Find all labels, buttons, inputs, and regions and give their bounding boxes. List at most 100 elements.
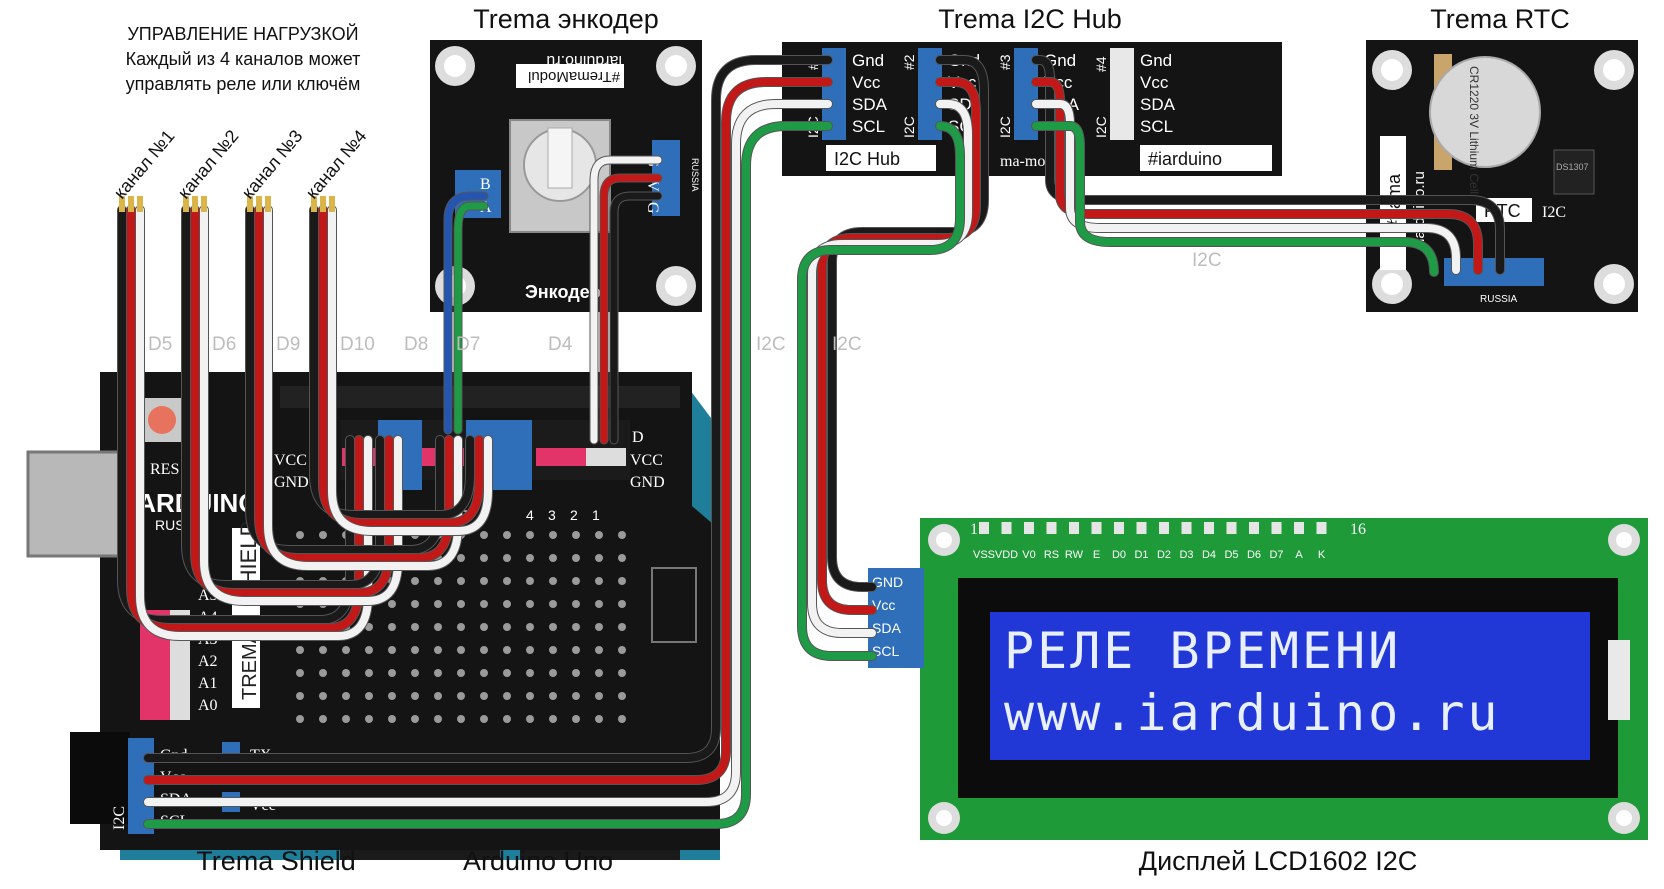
lcd-header-pin [1091,522,1102,534]
title-shield: Trema Shield [196,846,356,876]
analog-label: A1 [198,675,218,692]
proto-hole [480,669,488,677]
title-hub: Trema I2C Hub [938,4,1122,34]
proto-hole [503,600,511,608]
hub-label: I2C Hub [834,149,900,169]
proto-hole [411,623,419,631]
proto-hole [526,577,534,585]
proto-hole [549,623,557,631]
proto-hole [365,715,373,723]
proto-hole [296,715,304,723]
proto-hole [480,646,488,654]
proto-hole [365,646,373,654]
wire-label-d5: D5 [148,334,172,355]
proto-hole [549,577,557,585]
lcd-i2c-pin: Vcc [872,597,895,613]
i2c-wire-shield-hub [144,122,832,828]
digital-num: 2 [570,507,578,523]
channel-label-4: канал №4 [302,126,371,202]
digital-num: 3 [548,507,556,523]
channel-wire-4 [310,206,474,519]
lcd-line-1: РЕЛЕ ВРЕМЕНИ [1004,622,1401,680]
lcd-header-pin [1294,522,1304,534]
i2c-wire-hub-rtc [1032,122,1438,276]
proto-hole [296,669,304,677]
proto-hole [618,646,626,654]
proto-hole [618,623,626,631]
analog-label: A0 [198,697,218,714]
hub-port-i2c: I2C [1093,116,1109,138]
hub-port-number: #3 [997,54,1013,70]
proto-hole [549,554,557,562]
proto-hole [595,715,603,723]
encoder-pin-b: B [480,176,491,193]
lcd-header-pin [1001,522,1012,534]
shield-reset-label: RES [150,461,179,478]
proto-hole [572,646,580,654]
title-rtc: Trema RTC [1430,4,1570,34]
proto-hole [480,692,488,700]
proto-hole [618,554,626,562]
wire-label-d7: D7 [456,334,480,355]
lcd-line-2: www.iarduino.ru [1004,684,1501,742]
lcd-header-label: D3 [1179,549,1193,561]
wire-tip [256,196,262,212]
proto-hole [503,646,511,654]
lcd-i2c-pin: GND [872,574,903,590]
lcd-header-label: VDD [995,549,1018,561]
lcd-header-pin [1159,522,1169,534]
proto-hole [434,600,442,608]
wire-tip [329,196,335,212]
proto-hole [434,623,442,631]
proto-hole [319,531,327,539]
channel-wire-1 [136,206,372,640]
proto-hole [526,600,534,608]
lcd-header-label: VSS [973,549,995,561]
proto-hole [595,600,603,608]
header-line-2: Каждый из 4 каналов может [126,49,361,69]
encoder-pin-g: G [644,202,661,214]
proto-hole [342,646,350,654]
proto-hole [572,623,580,631]
proto-hole [503,692,511,700]
trema-rtc: CR1220 3V Lithium Cell DS1307 #trama iar… [1366,40,1638,312]
wire-label-d10: D10 [340,334,375,355]
proto-hole [411,692,419,700]
channel-label-3: канал №3 [238,126,307,202]
proto-hole [388,646,396,654]
proto-hole [549,692,557,700]
wire-label-i2c-a: I2C [756,334,786,355]
wires [117,55,1505,829]
wire-tip [137,196,143,212]
proto-hole [411,646,419,654]
proto-hole [503,577,511,585]
proto-hole [503,623,511,631]
encoder-wire-b [444,192,488,434]
lcd-header-label: D6 [1247,549,1261,561]
encoder-wire-g [610,192,662,444]
wire-label-i2c-b: I2C [832,334,862,355]
channel-wire-4 [328,206,492,535]
proto-hole [618,715,626,723]
proto-hole [572,554,580,562]
lcd-header-label: RW [1065,549,1084,561]
proto-hole [526,531,534,539]
proto-hole [388,669,396,677]
rtc-chip-text: DS1307 [1556,162,1589,172]
proto-hole [365,692,373,700]
wire-label-i2c-rtc: I2C [1192,250,1222,271]
proto-hole [457,554,465,562]
proto-hole [319,715,327,723]
proto-hole [618,669,626,677]
proto-hole [572,715,580,723]
proto-hole [319,669,327,677]
proto-hole [342,669,350,677]
proto-hole [457,692,465,700]
wire-tip [247,196,253,212]
header-text: УПРАВЛЕНИЕ НАГРУЗКОЙ Каждый из 4 каналов… [126,23,361,94]
proto-hole [457,577,465,585]
lcd-header-pin [1024,522,1034,534]
proto-hole [618,692,626,700]
wire-tip [128,196,134,212]
proto-hole [388,692,396,700]
